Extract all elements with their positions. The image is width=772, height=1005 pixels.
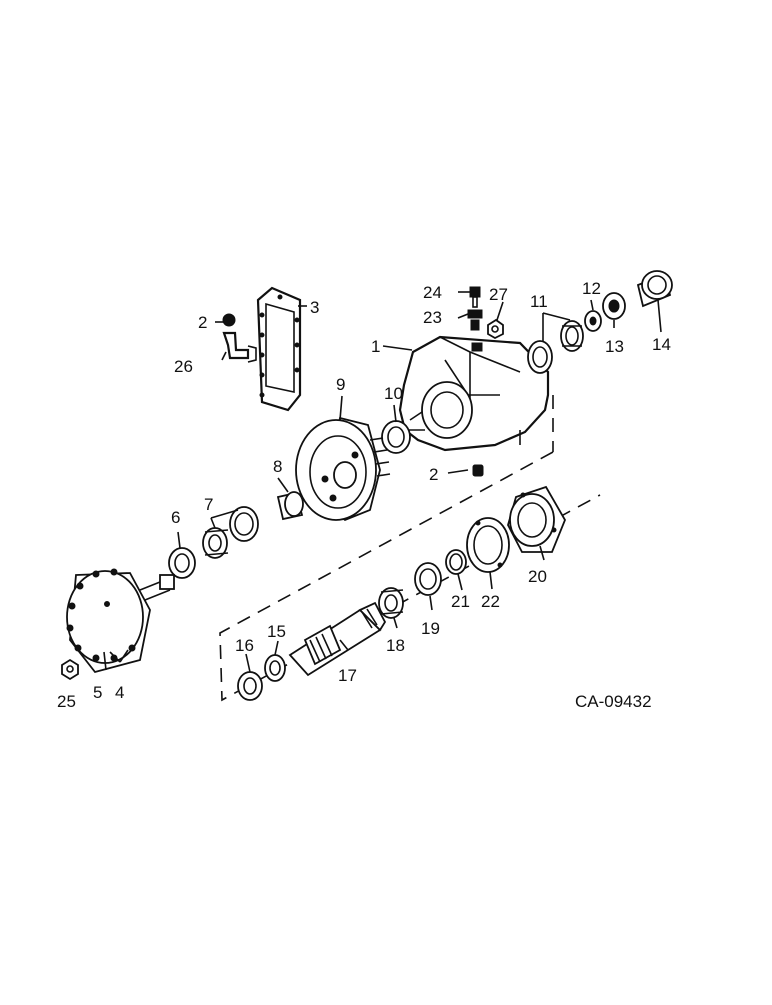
part-23-fitting: [467, 309, 483, 331]
part-2-plug-top: [222, 313, 236, 327]
part-13-nut: [602, 292, 626, 320]
callout-7: 7: [204, 495, 213, 514]
part-2-plug-bottom: [472, 464, 484, 477]
callout-25: 25: [57, 692, 76, 711]
callout-11: 11: [530, 292, 548, 311]
callout-22: 22: [481, 592, 500, 611]
part-15-bearing-cone: [264, 654, 286, 682]
part-10-seal: [381, 420, 411, 454]
part-5-flange-shaft: [66, 570, 175, 674]
part-19-bearing-cup: [414, 562, 442, 596]
part-3-cover-plate: [256, 286, 302, 412]
callout-2-bottom: 2: [429, 465, 438, 484]
part-11-bearing: [527, 320, 584, 374]
part-17-shaft: [288, 601, 387, 677]
leader-lines: [103, 291, 662, 673]
callout-10: 10: [384, 384, 403, 403]
drawing-code: CA-09432: [575, 692, 652, 711]
callout-19: 19: [421, 619, 440, 638]
part-12-washer: [584, 310, 602, 332]
part-24-vent: [469, 286, 481, 308]
part-14-cap: [636, 270, 673, 308]
callout-8: 8: [273, 457, 282, 476]
part-18-bearing-cone: [378, 587, 404, 619]
callout-5: 5: [93, 683, 102, 702]
part-1-housing: [398, 335, 550, 452]
callout-4: 4: [115, 683, 124, 702]
callout-21: 21: [451, 592, 470, 611]
callout-24: 24: [423, 283, 442, 302]
part-16-bearing-cup: [237, 671, 263, 701]
part-7-bearing: [202, 506, 259, 559]
part-6-seal: [168, 547, 196, 579]
callout-16: 16: [235, 636, 254, 655]
callout-26: 26: [174, 357, 193, 376]
assembly-outline: [219, 395, 601, 702]
callout-9: 9: [336, 375, 345, 394]
callout-6: 6: [171, 508, 180, 527]
part-21-shim: [445, 549, 467, 575]
callout-23: 23: [423, 308, 442, 327]
callout-3: 3: [310, 298, 319, 317]
callout-14: 14: [652, 335, 671, 354]
callout-2-top: 2: [198, 313, 207, 332]
callout-15: 15: [267, 622, 286, 641]
callout-12: 12: [582, 279, 601, 298]
callout-13: 13: [605, 337, 624, 356]
callout-labels: 1 2 2 3 4 5 6 7 8 9 10 11 12 13 14 15 16…: [57, 279, 671, 711]
part-27-nut: [487, 318, 504, 340]
part-26-elbow-fitting: [222, 331, 257, 363]
part-25-nut: [61, 658, 79, 681]
callout-1: 1: [371, 337, 380, 356]
callout-20: 20: [528, 567, 547, 586]
part-8-bushing: [276, 491, 304, 521]
part-4-studs: [66, 568, 136, 662]
part-20-retainer: [507, 485, 566, 553]
part-22-gasket: [466, 517, 510, 573]
callout-17: 17: [338, 666, 357, 685]
callout-18: 18: [386, 636, 405, 655]
callout-27: 27: [489, 285, 508, 304]
part-9-gear: [295, 416, 391, 522]
